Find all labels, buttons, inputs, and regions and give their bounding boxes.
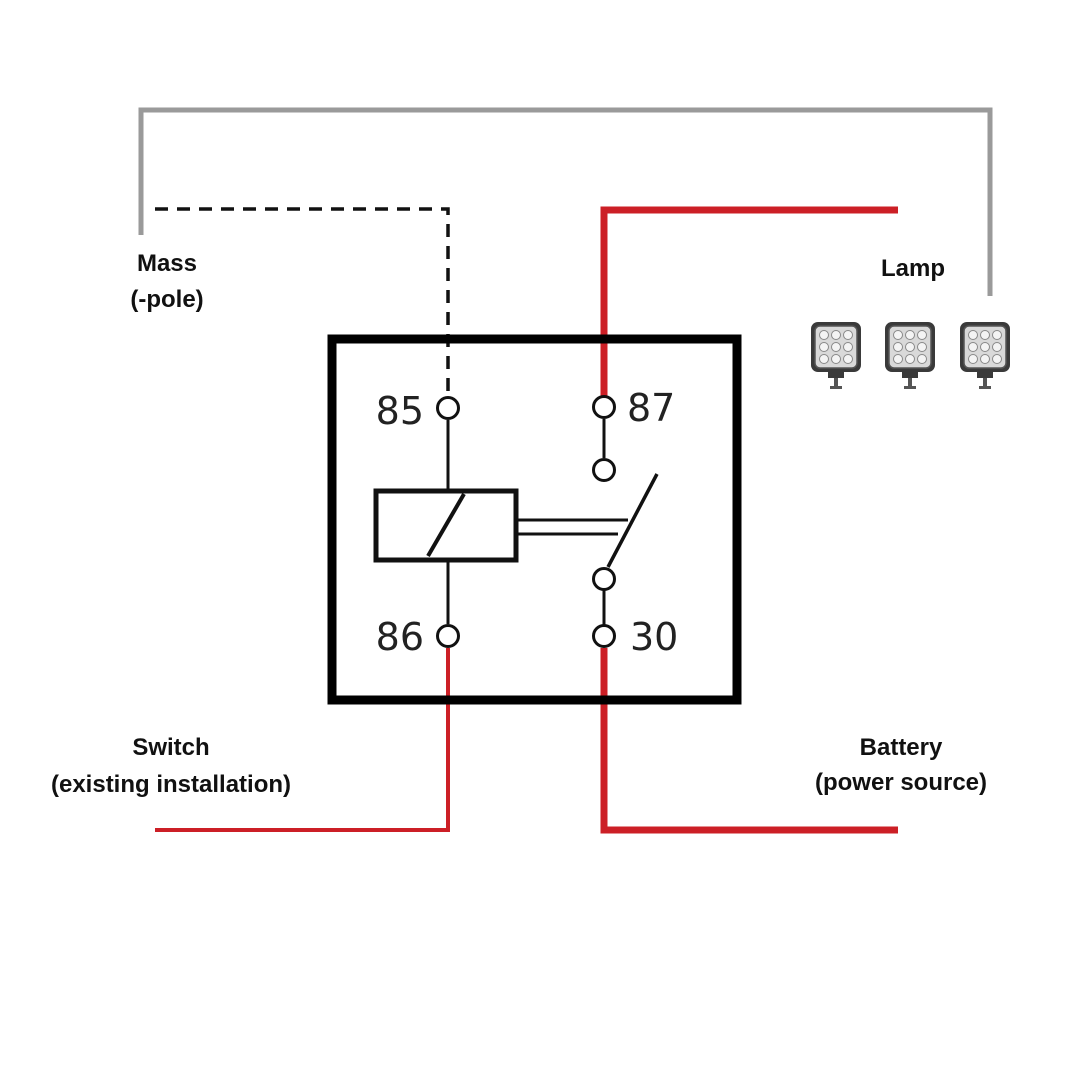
pin-85-label: 85 (376, 389, 424, 433)
lamp-label: Lamp (881, 255, 945, 282)
lamp-return-wire (138, 107, 993, 296)
relay-housing (327, 334, 742, 705)
switch-label-line2: (existing installation) (51, 771, 291, 798)
battery-label-line2: (power source) (815, 769, 987, 796)
ground-wire (155, 207, 450, 392)
pin-86-terminal (436, 624, 460, 648)
pin-85-terminal (436, 396, 460, 420)
battery-wire (600, 648, 898, 834)
switch-blade (606, 473, 659, 568)
led-work-light-icon (810, 321, 862, 390)
switch-wire (155, 648, 450, 832)
mass-label-line2: (-pole) (130, 286, 203, 313)
switch-label-line1: Switch (132, 734, 209, 761)
led-work-light-icon (959, 321, 1011, 390)
mass-label-line1: Mass (137, 250, 197, 277)
lamp-supply-wire (600, 206, 898, 396)
relay-coil (373, 488, 519, 563)
contact-87-terminal (592, 458, 616, 482)
pin-87-terminal (592, 395, 616, 419)
pin-30-terminal (592, 624, 616, 648)
lamp-group (810, 321, 1011, 390)
led-work-light-icon (884, 321, 936, 390)
pin-86-label: 86 (376, 615, 424, 659)
coil-diagonal (426, 492, 466, 558)
battery-label-line1: Battery (860, 734, 943, 761)
contact-30-terminal (592, 567, 616, 591)
pin-30-label: 30 (630, 615, 678, 659)
pin-87-label: 87 (627, 386, 675, 430)
